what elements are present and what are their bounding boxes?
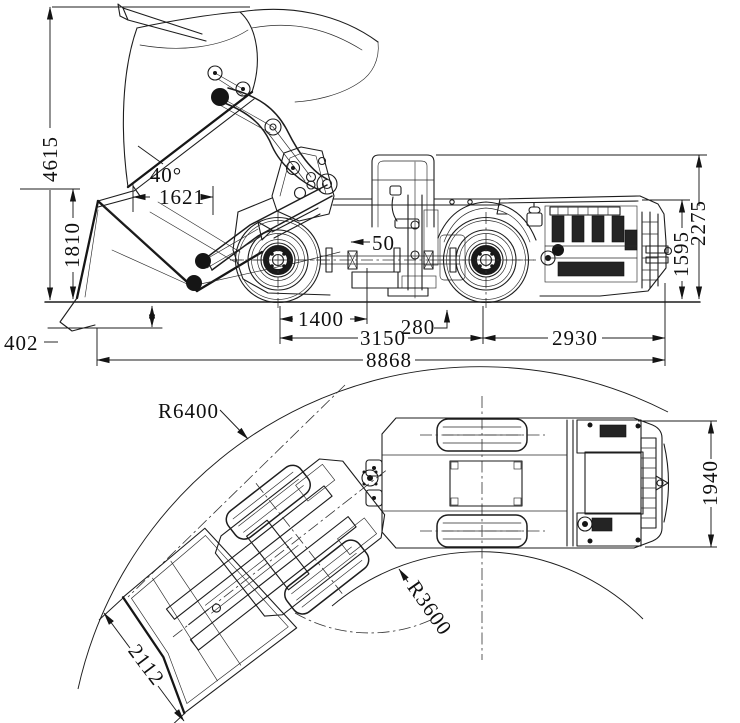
- dim-8868-label: 8868: [366, 348, 412, 372]
- front-tire-right: [284, 539, 370, 615]
- pump-unit: [577, 516, 613, 532]
- dim-1940-label: 1940: [698, 460, 722, 506]
- front-tire-left: [225, 464, 311, 540]
- engine: [540, 205, 638, 283]
- dimensions-side: 4615 40° 1621 1810: [4, 6, 710, 372]
- pivot-pins: [207, 65, 338, 195]
- raised-bucket-and-boom: [117, 3, 379, 195]
- dim-1595-label: 1595: [669, 231, 693, 277]
- ground-line: [44, 301, 701, 329]
- dim-3150-label: 3150: [360, 326, 406, 350]
- inner-turning-arc: [331, 551, 644, 620]
- seat: [389, 185, 420, 229]
- tow-hitch: [645, 245, 673, 264]
- dim-1810-label: 1810: [60, 222, 84, 268]
- dim-hood-height: 1595: [642, 199, 693, 300]
- dim-2275-label: 2275: [686, 200, 710, 246]
- rear-tire-left: [420, 418, 545, 452]
- dim-1400-label: 1400: [298, 307, 344, 331]
- articulation-arc: [294, 612, 434, 634]
- rear-tire-right: [420, 514, 545, 548]
- radius-centerline: [127, 384, 346, 598]
- dim-40deg-label: 40°: [150, 163, 182, 187]
- dim-below-grade: 402: [4, 305, 156, 355]
- dim-r3600-label: R3600: [402, 576, 457, 640]
- side-view: 4615 40° 1621 1810: [4, 3, 710, 372]
- dim-wheelbase: 3150 2930: [279, 283, 666, 366]
- dim-280-label: 280: [401, 315, 436, 339]
- canopy: [371, 154, 435, 228]
- rear-body-top: [365, 417, 669, 549]
- front-assembly-top: [121, 458, 387, 715]
- turning-arcs: [77, 366, 669, 690]
- outer-turning-arc: [77, 366, 669, 690]
- radiator: [641, 211, 659, 289]
- dimensions-top: R6400 R3600 1940 2112: [98, 399, 722, 723]
- dim-overall-height: 2275: [436, 154, 710, 300]
- dim-hinge-offset: 280: [401, 309, 451, 339]
- dim-50-label: 50: [372, 231, 395, 255]
- dim-dump-height: 1810: [20, 188, 84, 300]
- dim-outer-radius: R6400: [158, 399, 249, 440]
- dim-4615-label: 4615: [38, 136, 62, 182]
- dim-axle-to-hinge: 1400: [279, 268, 368, 331]
- dim-dump-angle: 40°: [137, 145, 182, 187]
- dim-402-label: 402: [4, 331, 39, 355]
- dim-dump-reach: 1621: [132, 183, 214, 215]
- dim-2930-label: 2930: [552, 326, 598, 350]
- dim-1621-label: 1621: [159, 185, 205, 209]
- bucket-top: [121, 527, 298, 715]
- lowered-bucket: [59, 185, 264, 332]
- front-wheel: [230, 212, 326, 308]
- dim-small-offset: 50: [350, 231, 395, 255]
- dim-inner-radius: R3600: [398, 568, 457, 640]
- dim-overall-width: 1940: [638, 420, 722, 548]
- dim-overall-length: 8868: [96, 328, 666, 372]
- top-view: R6400 R3600 1940 2112: [77, 366, 722, 723]
- dim-2112-label: 2112: [123, 640, 169, 691]
- dim-lift-height: 4615: [38, 6, 250, 301]
- dim-r6400-label: R6400: [158, 399, 219, 423]
- articulation-hinge-top: [361, 469, 379, 487]
